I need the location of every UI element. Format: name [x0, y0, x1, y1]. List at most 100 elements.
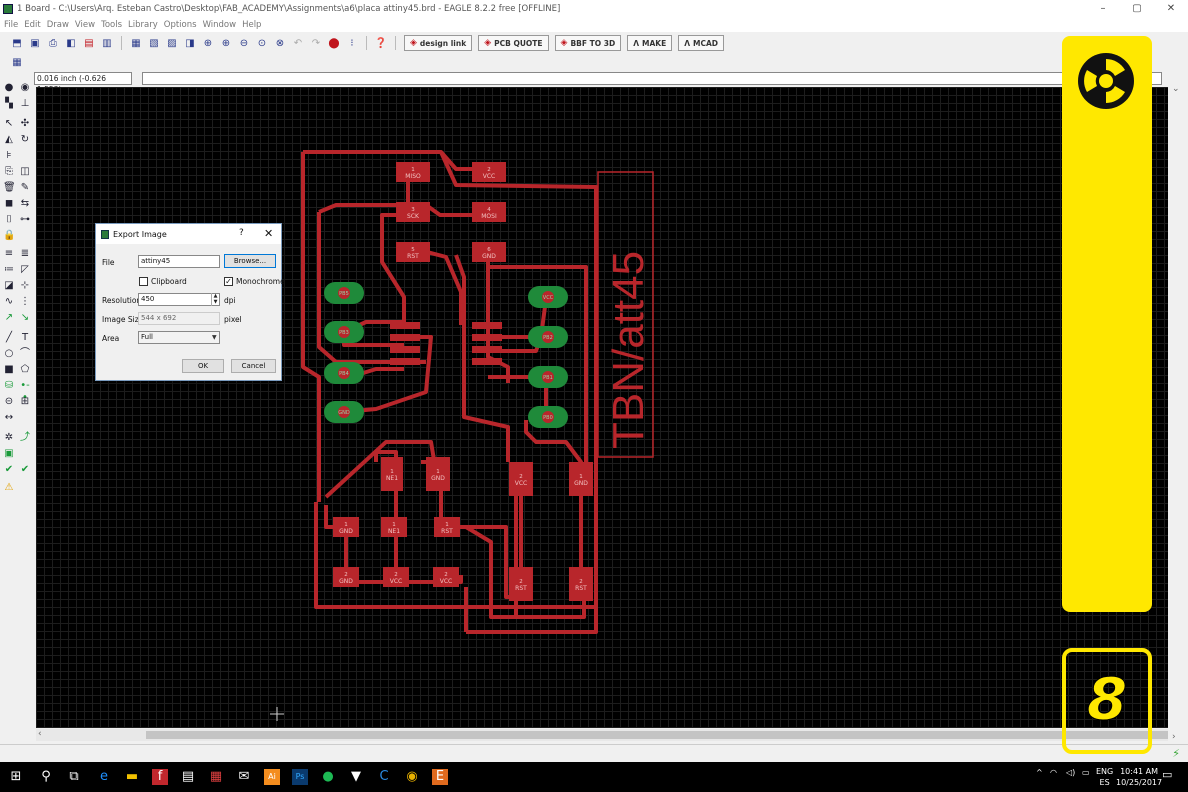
ic-pad[interactable]: [390, 358, 420, 365]
menu-view[interactable]: View: [74, 20, 96, 30]
route-icon[interactable]: ↗: [4, 312, 14, 323]
pad-icon[interactable]: ⊹: [20, 280, 30, 291]
ulp-icon[interactable]: ◨: [185, 37, 195, 49]
dimension-icon[interactable]: ↔: [4, 412, 14, 423]
ic-pad[interactable]: [390, 346, 420, 353]
save-icon[interactable]: ▣: [30, 37, 40, 49]
spotify-icon[interactable]: ●: [322, 769, 334, 784]
smd-pad[interactable]: [426, 457, 450, 491]
show-icon[interactable]: ◉: [20, 82, 30, 93]
battery-icon[interactable]: ▭: [1082, 768, 1090, 777]
horizontal-scroll-thumb[interactable]: [146, 731, 1186, 739]
smd-pad[interactable]: [396, 242, 430, 262]
bom-icon[interactable]: ▤: [84, 37, 94, 49]
illustrator-icon[interactable]: Ai: [264, 769, 280, 785]
split-icon[interactable]: ⌷: [6, 214, 12, 225]
inkscape-icon[interactable]: ▼: [351, 769, 361, 784]
undo-icon[interactable]: ↶: [293, 37, 303, 49]
menu-window[interactable]: Window: [202, 20, 237, 30]
resolution-spinner[interactable]: ▲▼: [211, 293, 219, 306]
value-icon[interactable]: ≣: [20, 248, 30, 259]
smd-pad[interactable]: [396, 162, 430, 182]
zoom-area-icon[interactable]: ⊗: [275, 37, 285, 49]
app-f-icon[interactable]: f: [152, 769, 168, 785]
monochrome-checkbox[interactable]: ✓: [224, 277, 233, 286]
eagle-taskbar-icon[interactable]: E: [432, 769, 448, 785]
wire-icon[interactable]: ╱: [5, 332, 13, 343]
photoshop-icon[interactable]: Ps: [292, 769, 308, 785]
resolution-input[interactable]: 450: [138, 293, 220, 306]
maximize-button[interactable]: ▢: [1132, 3, 1142, 14]
open-icon[interactable]: ⬒: [12, 37, 22, 49]
script-icon[interactable]: ▥: [102, 37, 112, 49]
optimize-icon[interactable]: ⊶: [20, 214, 30, 225]
ic-pad[interactable]: [390, 322, 420, 329]
dialog-close-button[interactable]: ✕: [264, 227, 274, 240]
miter-icon[interactable]: ◸: [21, 264, 29, 275]
language-indicator[interactable]: ENG ES: [1096, 767, 1114, 787]
grid-icon[interactable]: ▦: [12, 56, 22, 68]
cam-icon[interactable]: ◧: [66, 37, 76, 49]
cancel-button[interactable]: Cancel: [231, 359, 276, 373]
menu-options[interactable]: Options: [163, 20, 197, 30]
smd-pad[interactable]: [569, 462, 593, 496]
ic-pad[interactable]: [472, 334, 502, 341]
drc-icon[interactable]: ✔: [20, 464, 30, 475]
menu-file[interactable]: File: [4, 20, 19, 30]
help-icon[interactable]: ❓: [374, 37, 388, 49]
route-multi-icon[interactable]: ⋮: [20, 296, 30, 307]
ic-pad[interactable]: [472, 322, 502, 329]
print-icon[interactable]: ⎙: [49, 37, 57, 49]
vertical-scrollbar[interactable]: ⌄ ›: [1168, 72, 1186, 742]
network-icon[interactable]: ◠: [1050, 768, 1057, 777]
smd-pad[interactable]: [333, 517, 359, 537]
copy-icon[interactable]: ⎘: [5, 166, 13, 177]
ic-pad[interactable]: [472, 358, 502, 365]
autorouter-icon[interactable]: ⤴: [20, 432, 30, 443]
windows-start-icon[interactable]: ⊞: [10, 769, 22, 784]
pcb-quote-button[interactable]: ◈PCB QUOTE: [478, 35, 549, 51]
attribute-icon[interactable]: ⊞: [20, 396, 30, 407]
go-icon[interactable]: ⁝: [350, 37, 354, 49]
designlink-button[interactable]: ◈design link: [404, 35, 473, 51]
smd-pad[interactable]: [509, 462, 533, 496]
erc-icon[interactable]: ✔: [4, 464, 14, 475]
delete-icon[interactable]: 🗑: [3, 182, 16, 193]
smd-pad[interactable]: [472, 162, 506, 182]
minimize-button[interactable]: –: [1100, 3, 1106, 14]
signal-icon[interactable]: •-•: [20, 380, 30, 403]
zoom-fit-icon[interactable]: ⊕: [203, 37, 213, 49]
volume-icon[interactable]: ◁): [1066, 768, 1076, 777]
horizontal-scrollbar[interactable]: ‹: [36, 729, 1186, 741]
via-icon[interactable]: ⛁: [4, 380, 14, 391]
smd-pad[interactable]: [433, 567, 459, 587]
ratsnest-icon[interactable]: ✲: [4, 432, 14, 443]
stop-icon[interactable]: ⬤: [328, 37, 340, 49]
text-icon[interactable]: T: [21, 332, 29, 343]
smd-pad[interactable]: [381, 457, 403, 491]
bbf-3d-button[interactable]: ◈BBF TO 3D: [554, 35, 622, 51]
meander-icon[interactable]: ∿: [4, 296, 14, 307]
task-view-icon[interactable]: ⧉: [69, 769, 79, 784]
scroll-right-icon[interactable]: ›: [1172, 732, 1176, 742]
polygon-icon[interactable]: ⬠: [20, 364, 30, 375]
info-icon[interactable]: ●: [4, 82, 14, 93]
mail-icon[interactable]: ✉: [238, 769, 250, 784]
menu-tools[interactable]: Tools: [101, 20, 123, 30]
redo-icon[interactable]: ↷: [311, 37, 321, 49]
menu-help[interactable]: Help: [242, 20, 262, 30]
chrome-icon[interactable]: ◉: [406, 769, 418, 784]
mark-icon[interactable]: ⊥: [20, 98, 30, 109]
ic-pad[interactable]: [390, 334, 420, 341]
wrench-icon[interactable]: ✎: [20, 182, 30, 193]
clipboard-checkbox[interactable]: [139, 277, 148, 286]
store-icon[interactable]: ▤: [181, 769, 195, 784]
smd-pad[interactable]: [472, 242, 506, 262]
close-button[interactable]: ✕: [1166, 3, 1176, 14]
area-select[interactable]: Full: [138, 331, 220, 344]
lock-icon[interactable]: 🔒: [3, 230, 16, 241]
hole-icon[interactable]: ⊝: [4, 396, 14, 407]
rect-icon[interactable]: ■: [4, 364, 14, 375]
